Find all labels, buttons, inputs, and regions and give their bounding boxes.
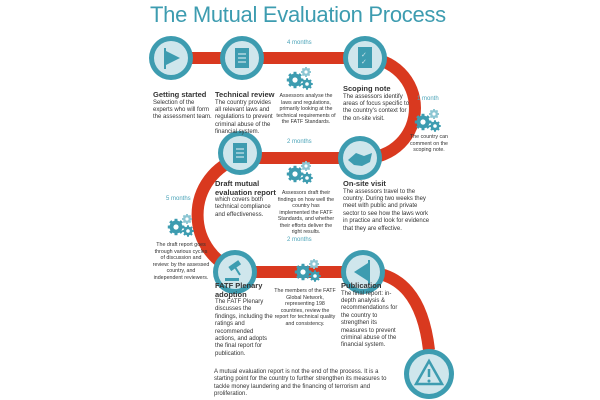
handshake-icon bbox=[338, 136, 382, 180]
duration-label: 2 months bbox=[287, 237, 312, 243]
warning-icon bbox=[404, 349, 454, 399]
page-title: The Mutual Evaluation Process bbox=[150, 2, 446, 27]
duration-note: Assessors analyse the laws and regulatio… bbox=[276, 93, 336, 125]
checklist-icon: ✓✓ bbox=[343, 36, 387, 80]
gears-icon bbox=[294, 259, 321, 282]
gears-icon bbox=[286, 161, 313, 184]
duration-label: 5 months bbox=[166, 196, 191, 202]
duration-label: 4 months bbox=[287, 40, 312, 46]
svg-text:✓: ✓ bbox=[361, 52, 367, 59]
duration-label: 1 month bbox=[417, 96, 439, 102]
document-icon bbox=[220, 36, 264, 80]
duration-note: The members of the FATF Global Network, … bbox=[274, 288, 336, 327]
duration-note: The draft report goes through various cy… bbox=[152, 242, 210, 281]
flag-icon bbox=[149, 36, 193, 80]
gears-icon bbox=[414, 109, 441, 132]
report-icon bbox=[218, 131, 262, 175]
gears-icon bbox=[167, 214, 194, 237]
duration-note: Assessors draft their findings on how we… bbox=[277, 190, 335, 235]
gears-icon bbox=[286, 67, 313, 90]
duration-label: 2 months bbox=[287, 139, 312, 145]
footer-note: A mutual evaluation report is not the en… bbox=[214, 369, 387, 398]
gavel-icon bbox=[213, 250, 257, 294]
duration-note: The country can comment on the scoping n… bbox=[410, 134, 448, 153]
megaphone-icon bbox=[341, 250, 385, 294]
svg-text:✓: ✓ bbox=[361, 59, 367, 66]
